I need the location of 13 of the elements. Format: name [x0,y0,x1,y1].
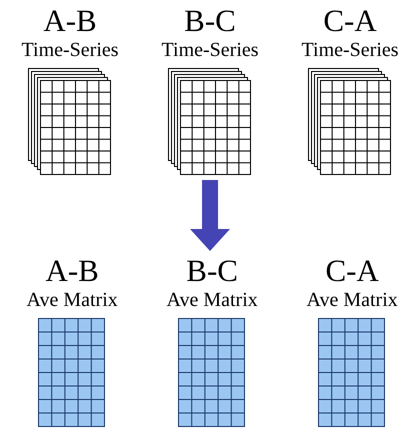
pair-heading: C-A [323,4,377,38]
series-label: Ave Matrix [26,288,118,312]
pair-heading: A-B [43,4,97,38]
pair-heading: B-C [184,4,236,38]
pair-heading: C-A [325,254,379,288]
pair-heading: B-C [186,254,238,288]
down-arrow [190,180,230,251]
series-label: Ave Matrix [166,288,258,312]
series-label: Time-Series [162,38,259,62]
series-label: Ave Matrix [306,288,398,312]
series-label: Time-Series [22,38,119,62]
pair-heading: A-B [45,254,99,288]
series-label: Time-Series [302,38,399,62]
